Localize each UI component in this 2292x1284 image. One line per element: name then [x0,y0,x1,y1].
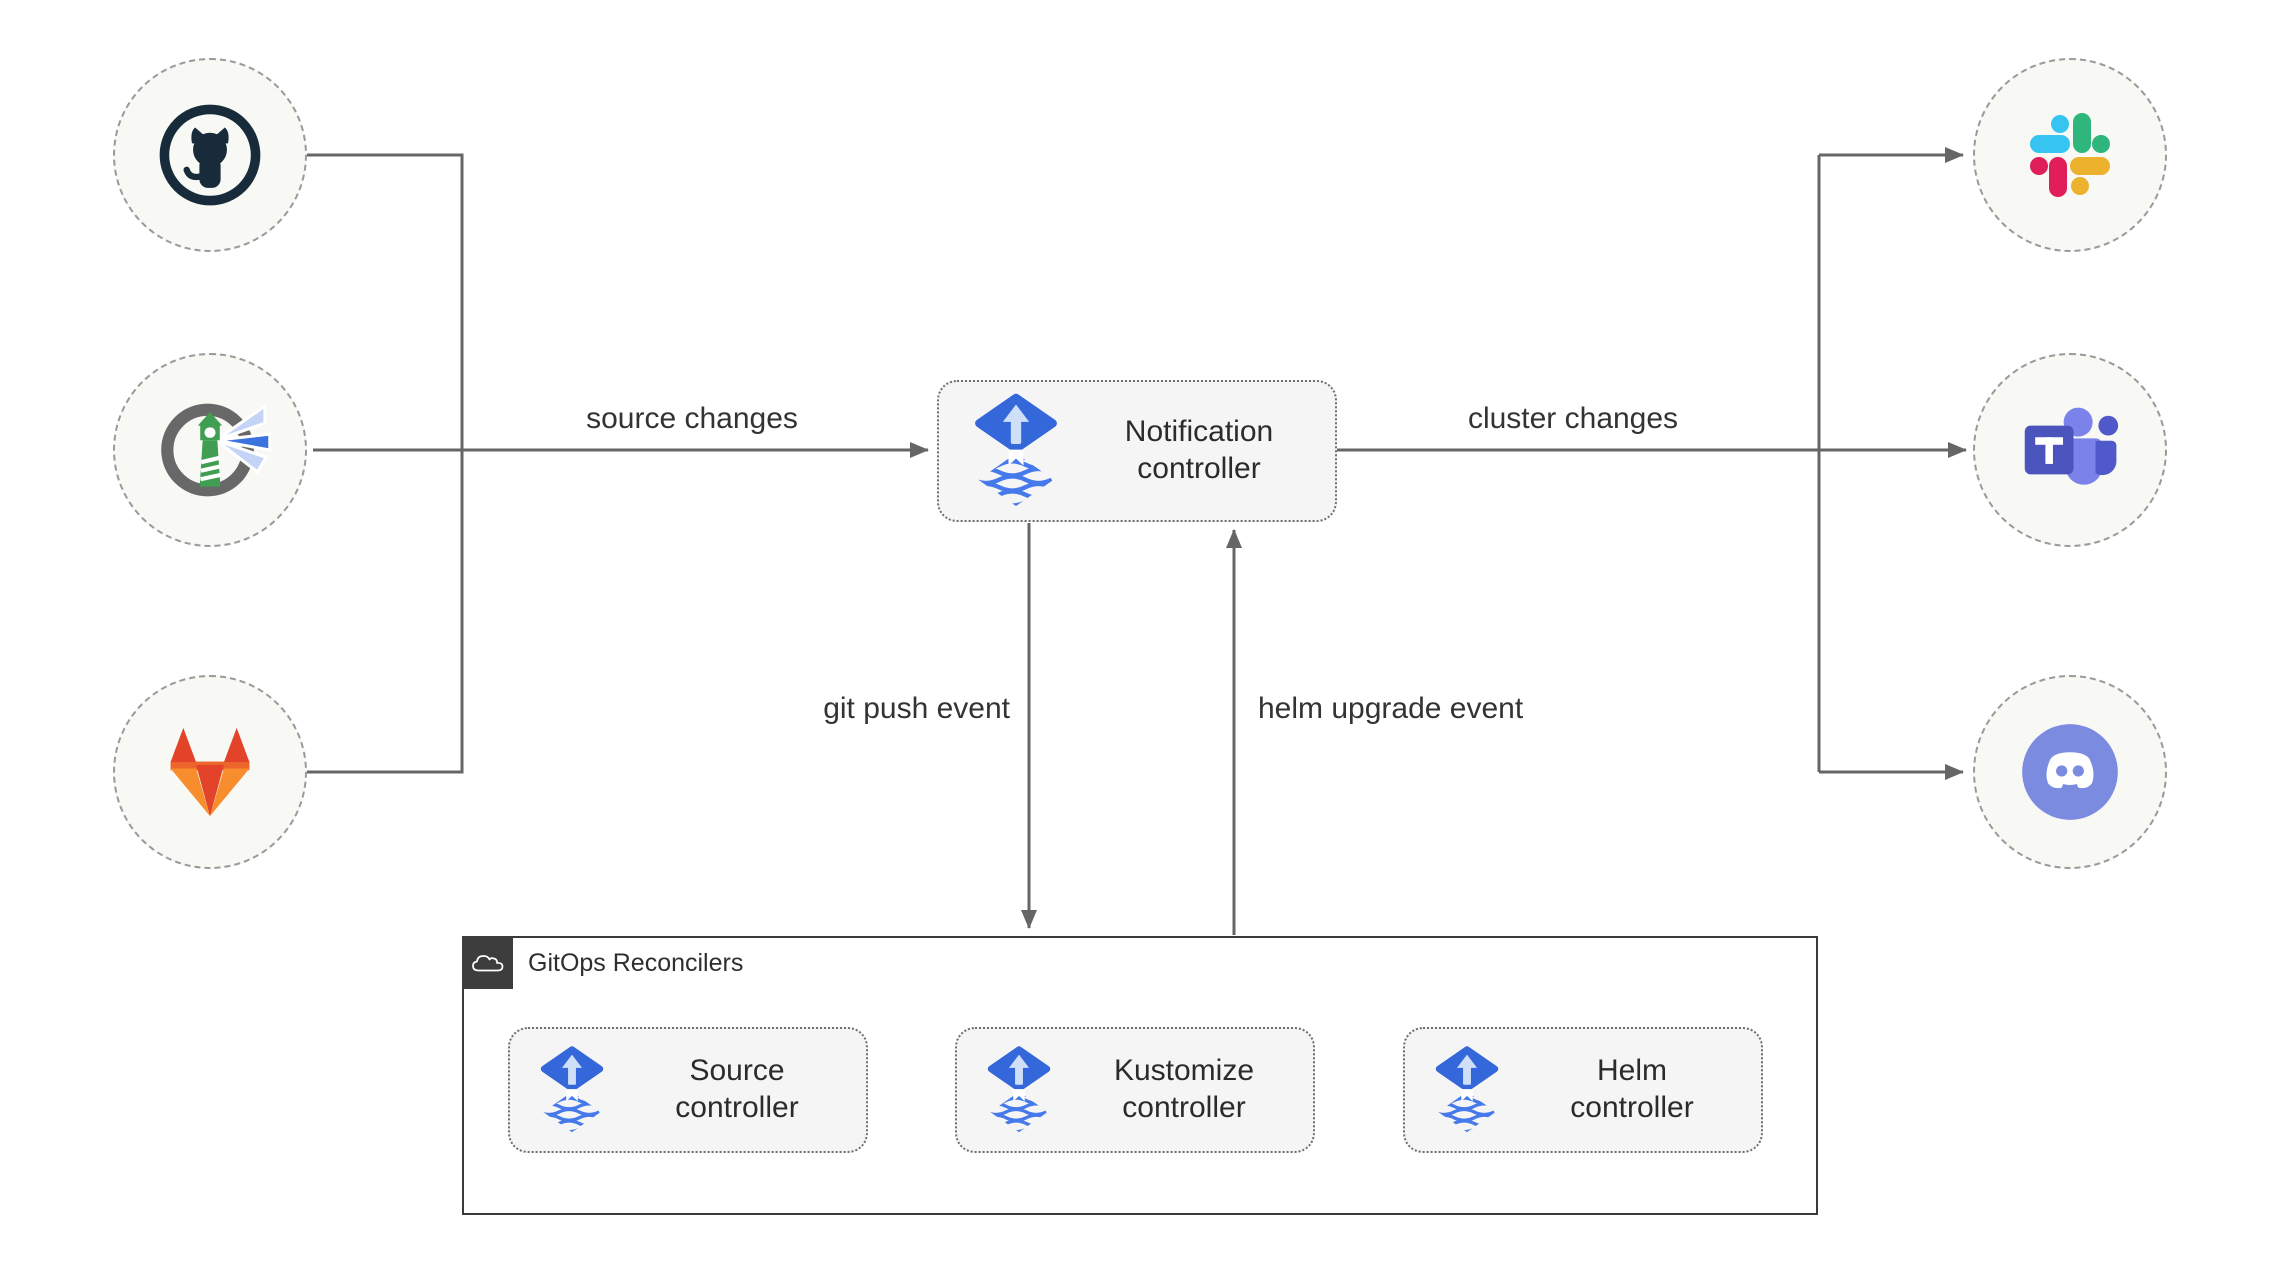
flux-icon [1431,1046,1503,1135]
github-icon [159,104,261,206]
github-node [113,58,307,252]
teams-icon [2024,407,2119,485]
source-controller-node: Source controller [508,1027,868,1153]
helm-controller-label: Helm controller [1570,1054,1694,1124]
flux-icon [969,393,1063,510]
source-controller-label: Source controller [675,1054,799,1124]
cloud-icon [470,950,506,976]
discord-icon [2022,724,2118,820]
harbor-node [113,353,307,547]
harbor-icon [161,403,271,497]
gitlab-node [113,675,307,869]
container-header [462,936,513,989]
gitops-reconcilers-title: GitOps Reconcilers [528,949,744,977]
edge-label-helm-upgrade-event: helm upgrade event [1258,692,1524,725]
edge-label-cluster-changes: cluster changes [1467,402,1679,435]
edge-label-source-changes: source changes [586,402,798,435]
notification-controller-label: Notification controller [1124,415,1274,485]
slack-icon [2030,113,2110,197]
edge-sources-trunk-line [307,153,464,774]
teams-node [1973,353,2167,547]
discord-node [1973,675,2167,869]
notification-controller-node: Notification controller [937,380,1337,522]
edge-label-git-push-event: git push event [823,692,1010,725]
helm-controller-node: Helm controller [1403,1027,1763,1153]
flux-icon [983,1046,1055,1135]
flux-icon [536,1046,608,1135]
kustomize-controller-label: Kustomize controller [1113,1054,1255,1124]
kustomize-controller-node: Kustomize controller [955,1027,1315,1153]
slack-node [1973,58,2167,252]
gitlab-icon [170,727,250,817]
